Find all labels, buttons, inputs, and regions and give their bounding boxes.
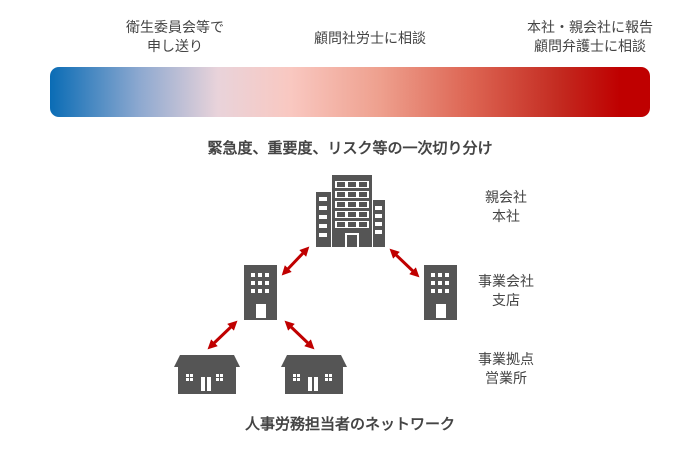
bidirectional-arrow-icon bbox=[284, 320, 315, 350]
scale-left-label: 衛生委員会等で 申し送り bbox=[126, 19, 224, 57]
level-label-company: 事業会社 支店 bbox=[478, 273, 534, 311]
label-line: 営業所 bbox=[485, 371, 527, 387]
scale-caption: 緊急度、重要度、リスク等の一次切り分け bbox=[207, 139, 493, 157]
label-line: 顧問弁護士に相談 bbox=[534, 39, 646, 55]
severity-gradient-bar bbox=[50, 67, 650, 117]
bidirectional-arrow-icon bbox=[207, 320, 238, 350]
level-label-site: 事業拠点 営業所 bbox=[478, 351, 534, 389]
headquarters-building-icon bbox=[316, 175, 385, 247]
bidirectional-arrow-icon bbox=[389, 248, 420, 278]
label-line: 支店 bbox=[492, 293, 520, 309]
label-line: 衛生委員会等で bbox=[126, 20, 224, 36]
house-icon bbox=[281, 355, 347, 394]
scale-right-label: 本社・親会社に報告 顧問弁護士に相談 bbox=[527, 19, 653, 57]
bidirectional-arrow-icon bbox=[281, 246, 310, 276]
office-building-icon bbox=[244, 265, 277, 320]
label-line: 事業会社 bbox=[478, 274, 534, 290]
label-line: 本社・親会社に報告 bbox=[527, 20, 653, 36]
network-caption: 人事労務担当者のネットワーク bbox=[244, 415, 456, 433]
label-line: 申し送り bbox=[147, 39, 203, 55]
office-building-icon bbox=[424, 265, 457, 320]
level-label-parent: 親会社 本社 bbox=[485, 189, 527, 227]
house-icon bbox=[174, 355, 240, 394]
label-line: 親会社 bbox=[485, 190, 527, 206]
label-line: 事業拠点 bbox=[478, 352, 534, 368]
scale-middle-label: 顧問社労士に相談 bbox=[314, 31, 426, 47]
label-line: 本社 bbox=[492, 209, 520, 225]
